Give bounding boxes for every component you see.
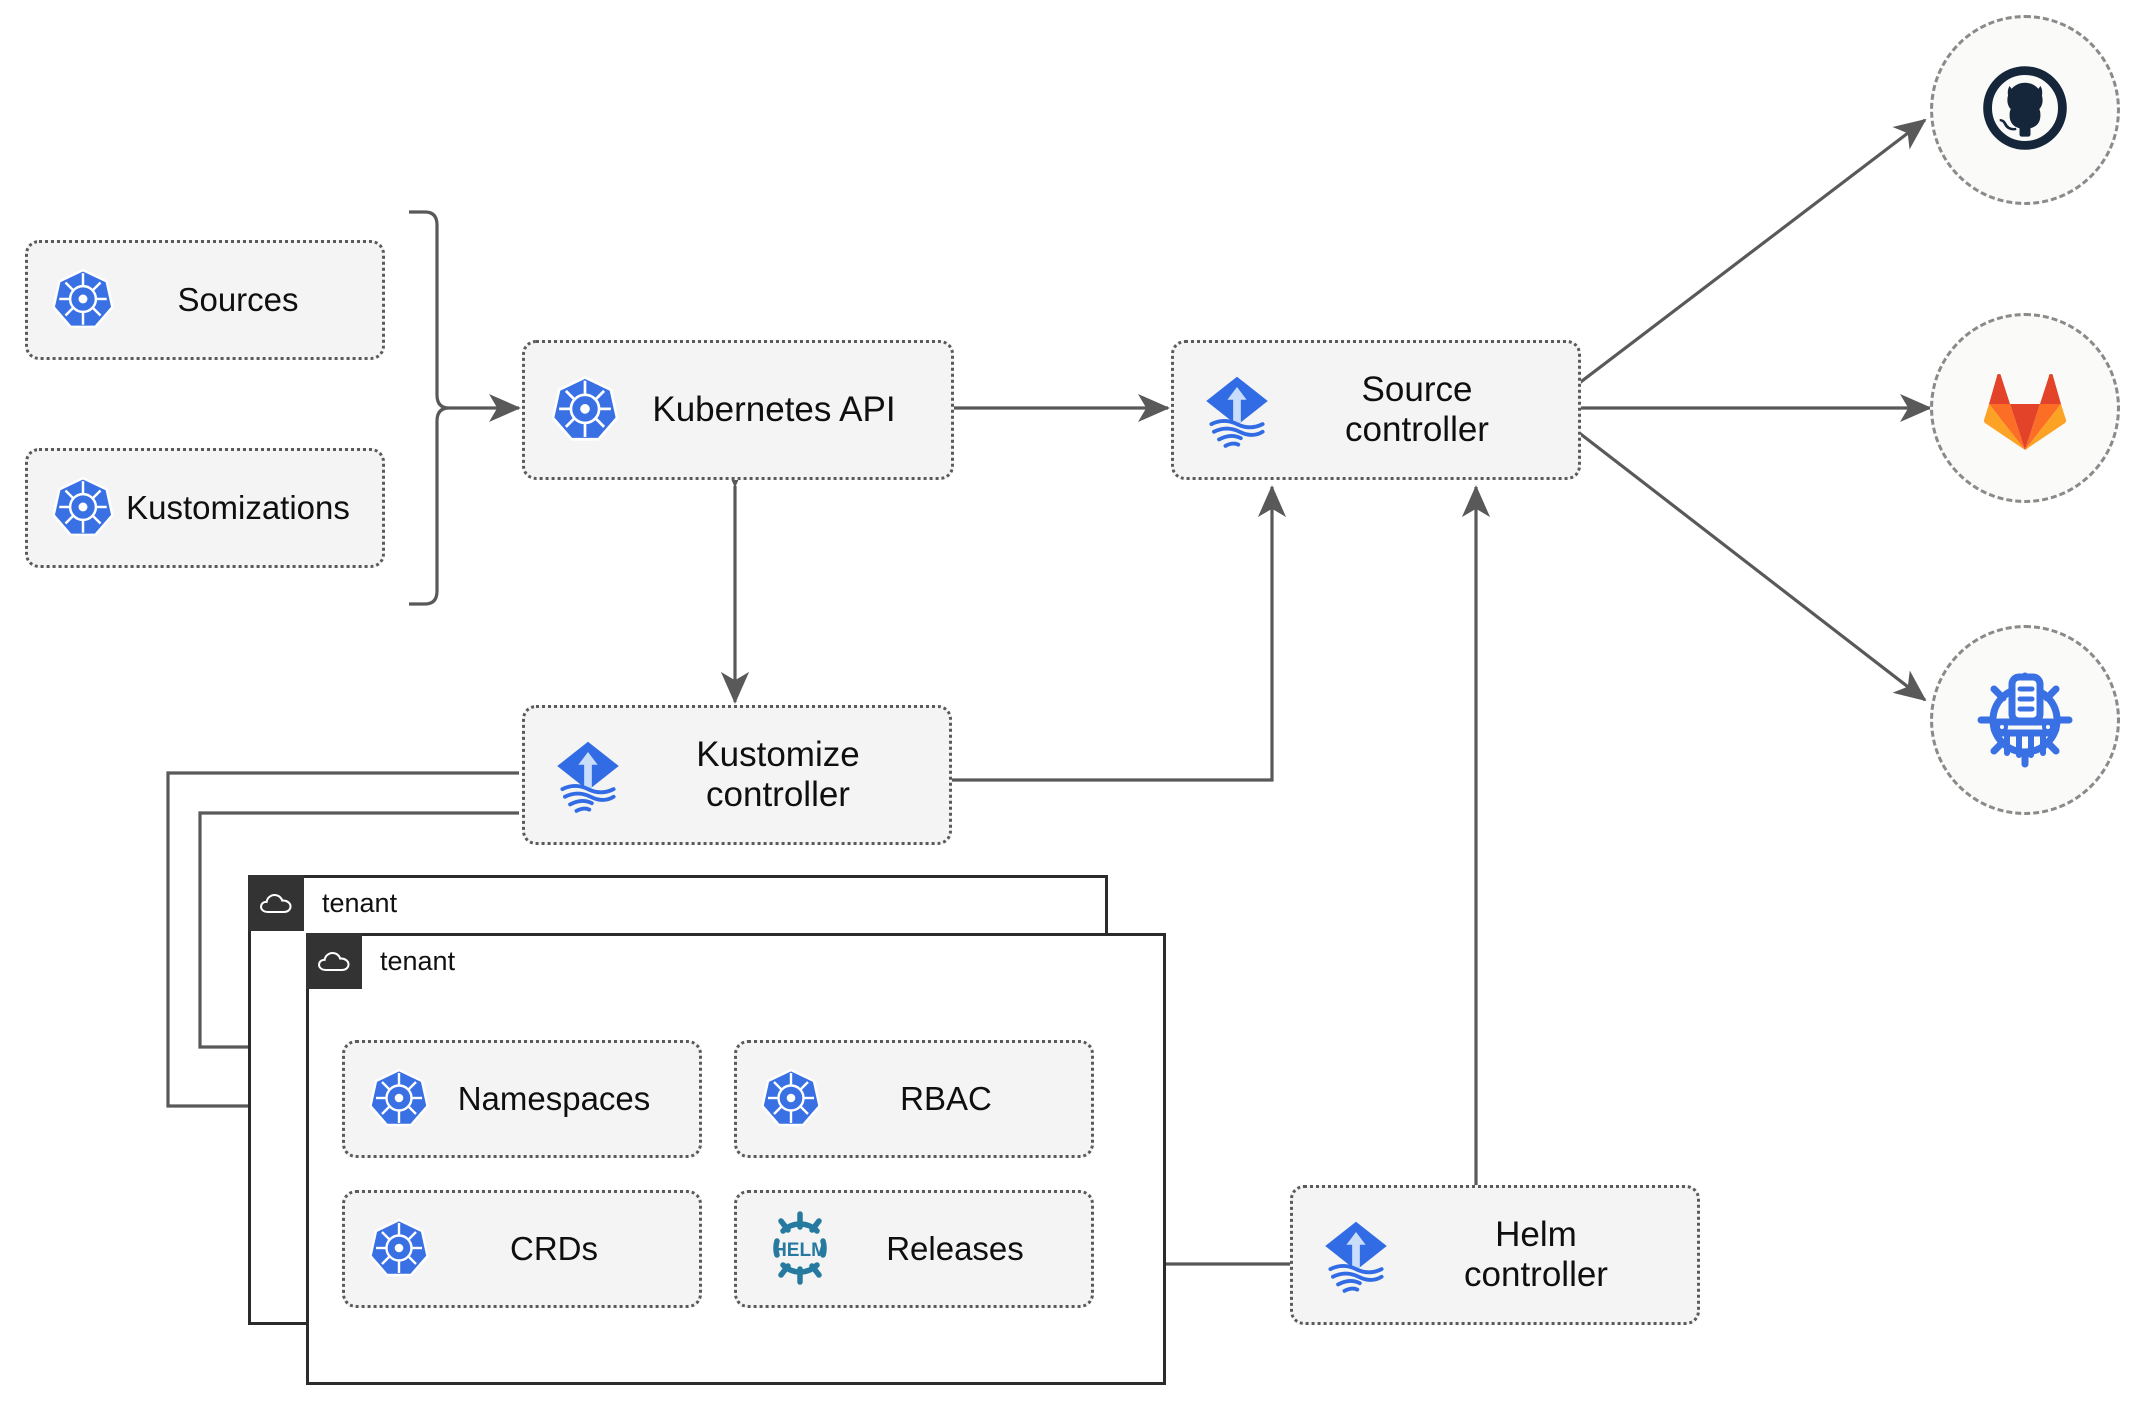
tenant-label-2: tenant	[380, 945, 456, 976]
flux-icon	[1196, 369, 1278, 451]
provider-gitlab[interactable]	[1930, 313, 2120, 503]
bracket-sources-group	[409, 210, 450, 606]
kubernetes-icon	[367, 1067, 431, 1131]
tenant-tab-1: tenant	[248, 875, 397, 931]
kubernetes-icon	[549, 374, 621, 446]
node-sources[interactable]: Sources	[25, 240, 385, 360]
node-label-releases: Releases	[886, 1230, 1024, 1268]
gitlab-icon	[1973, 358, 2077, 459]
provider-github[interactable]	[1930, 15, 2120, 205]
node-label-crds: CRDs	[510, 1230, 598, 1268]
node-kustomize-controller[interactable]: Kustomize controller	[522, 705, 952, 845]
cloud-icon	[306, 933, 362, 989]
node-crds[interactable]: CRDs	[342, 1190, 702, 1308]
cloud-icon	[248, 875, 304, 931]
tenant-tab-2: tenant	[306, 933, 455, 989]
edge-sourcectrl-github	[1577, 118, 1927, 386]
node-label-namespaces: Namespaces	[457, 1080, 651, 1118]
kubernetes-icon	[50, 267, 116, 333]
node-label-rbac: RBAC	[900, 1080, 992, 1118]
node-helm-controller[interactable]: Helm controller	[1290, 1185, 1700, 1325]
node-label-kubernetes-api: Kubernetes API	[652, 389, 896, 429]
svg-text:HELM: HELM	[773, 1240, 827, 1261]
kubernetes-icon	[759, 1067, 823, 1131]
node-label-helm-controller: Helm controller	[1464, 1214, 1608, 1294]
node-kubernetes-api[interactable]: Kubernetes API	[522, 340, 954, 480]
node-label-source-controller: Source controller	[1345, 369, 1489, 449]
node-namespaces[interactable]: Namespaces	[342, 1040, 702, 1158]
tenant-label-1: tenant	[322, 887, 398, 918]
edge-sourcectrl-helm-repository	[1577, 430, 1927, 702]
provider-helm-repository[interactable]	[1930, 625, 2120, 815]
flux-icon	[547, 734, 629, 816]
helm-registry-icon	[1967, 663, 2083, 778]
kubernetes-icon	[50, 475, 116, 541]
node-label-kustomize-controller: Kustomize controller	[696, 734, 860, 814]
flux-icon	[1315, 1214, 1397, 1296]
node-label-kustomizations: Kustomizations	[126, 489, 350, 527]
node-rbac[interactable]: RBAC	[734, 1040, 1094, 1158]
node-label-sources: Sources	[177, 281, 299, 319]
edge-kustomizectrl-sourcectrl	[949, 485, 1287, 782]
github-icon	[1970, 53, 2080, 168]
helm-icon: HELM	[759, 1211, 841, 1287]
node-source-controller[interactable]: Source controller	[1171, 340, 1581, 480]
tenant-container-2[interactable]: tenant	[306, 933, 1166, 1385]
kubernetes-icon	[367, 1217, 431, 1281]
node-releases[interactable]: HELM Releases	[734, 1190, 1094, 1308]
node-kustomizations[interactable]: Kustomizations	[25, 448, 385, 568]
